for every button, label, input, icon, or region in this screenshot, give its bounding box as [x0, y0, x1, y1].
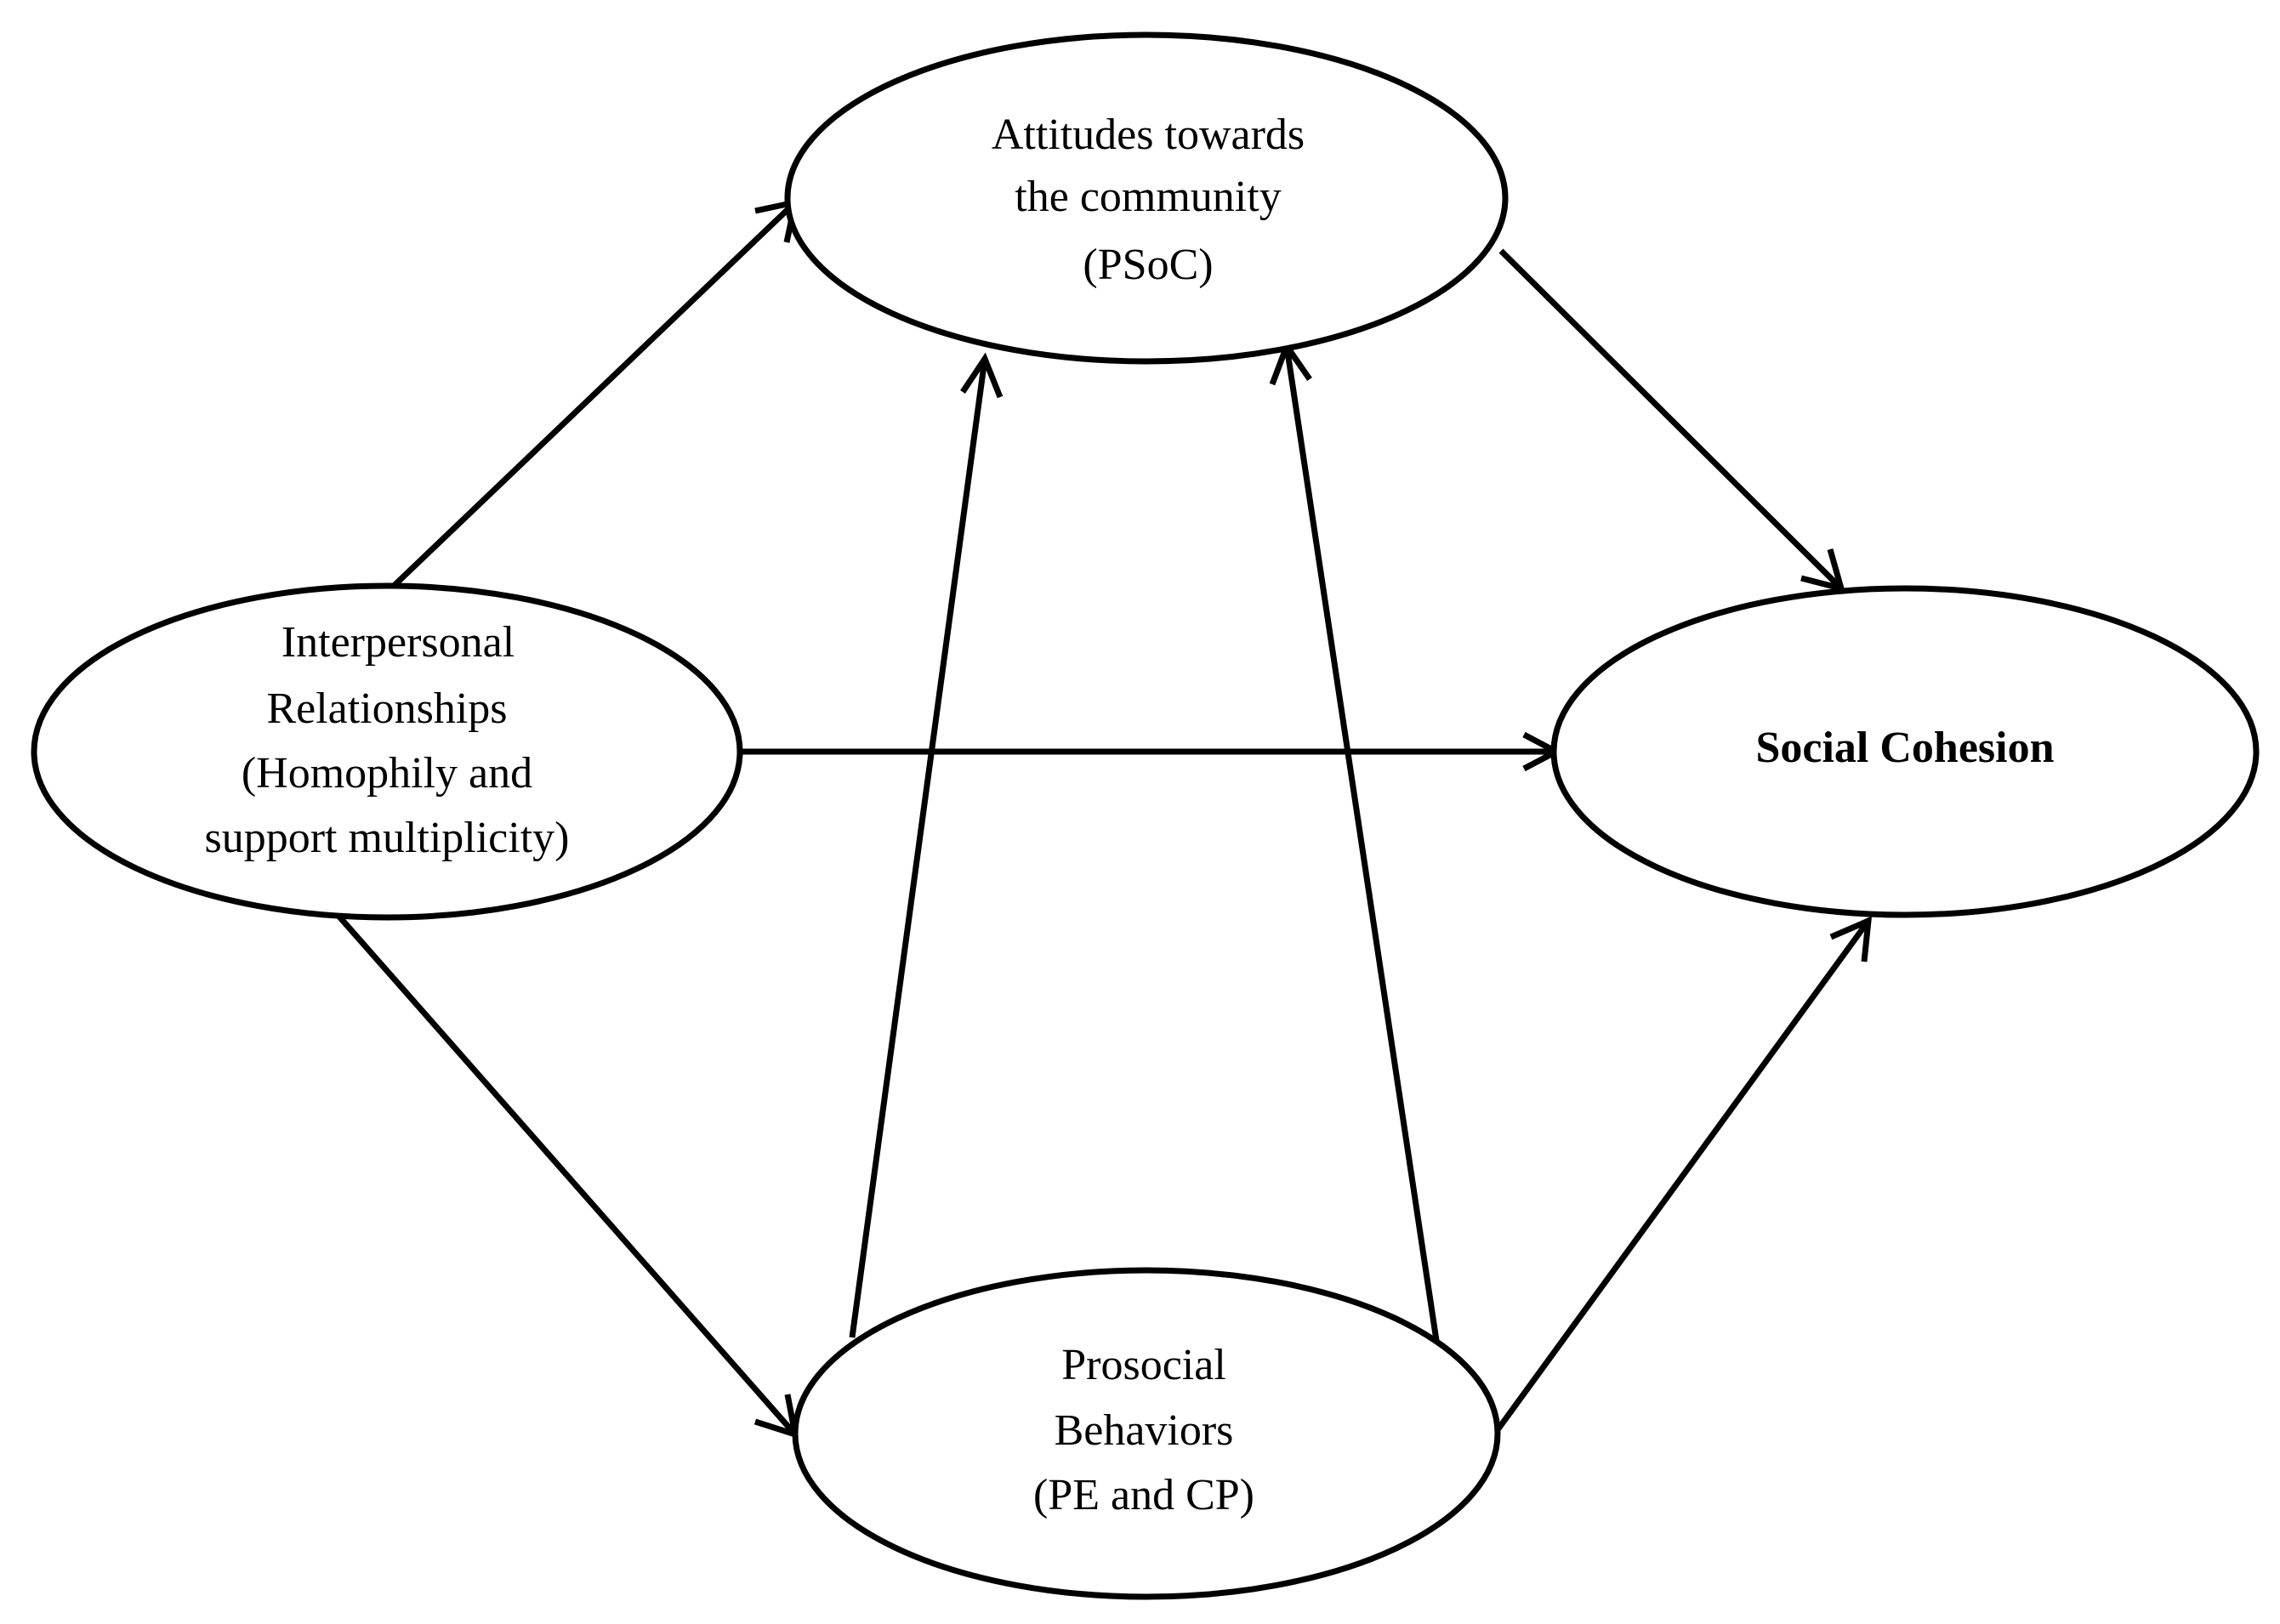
node-prosocial-line-3: (PE and CP) [1033, 1471, 1254, 1519]
ellipse-social-cohesion [1550, 585, 2260, 918]
arrow-interpersonal-to-prosocial [336, 913, 798, 1437]
arrow-prosocial-right-to-attitudes [1283, 345, 1441, 1347]
ellipse-interpersonal [31, 582, 743, 921]
node-social-cohesion: Social Cohesion [1550, 585, 2260, 918]
node-attitudes-line-2: the community [1015, 173, 1281, 221]
node-prosocial-behaviors: Prosocial Behaviors (PE and CP) [792, 1267, 1501, 1600]
node-prosocial-line-1: Prosocial [1061, 1341, 1226, 1389]
node-social-cohesion-line-1: Social Cohesion [1755, 724, 2054, 772]
arrow-prosocial-to-social-cohesion [1494, 918, 1871, 1434]
arrow-interpersonal-to-attitudes [390, 200, 798, 589]
node-interpersonal-line-2: Relationships [266, 684, 507, 733]
node-attitudes-towards-community: Attitudes towards the community (PSoC) [784, 31, 1509, 365]
ellipse-attitudes [784, 31, 1509, 365]
node-interpersonal-line-4: support multiplicity) [205, 814, 570, 862]
node-prosocial-line-2: Behaviors [1055, 1406, 1234, 1455]
arrowhead-prosocial-left-to-attitudes [960, 352, 1004, 399]
node-attitudes-line-1: Attitudes towards [992, 111, 1305, 159]
node-interpersonal-line-3: (Homophily and [242, 749, 532, 798]
node-interpersonal-relationships: Interpersonal Relationships (Homophily a… [31, 582, 743, 921]
edges [336, 198, 1873, 1439]
arrow-attitudes-to-social-cohesion [1498, 248, 1844, 591]
ellipse-prosocial [792, 1267, 1501, 1600]
node-attitudes-line-3: (PSoC) [1083, 241, 1213, 289]
arrow-prosocial-left-to-attitudes [849, 358, 988, 1338]
node-interpersonal-line-1: Interpersonal [281, 618, 515, 667]
arrowhead-prosocial-to-social-cohesion [1829, 916, 1873, 962]
